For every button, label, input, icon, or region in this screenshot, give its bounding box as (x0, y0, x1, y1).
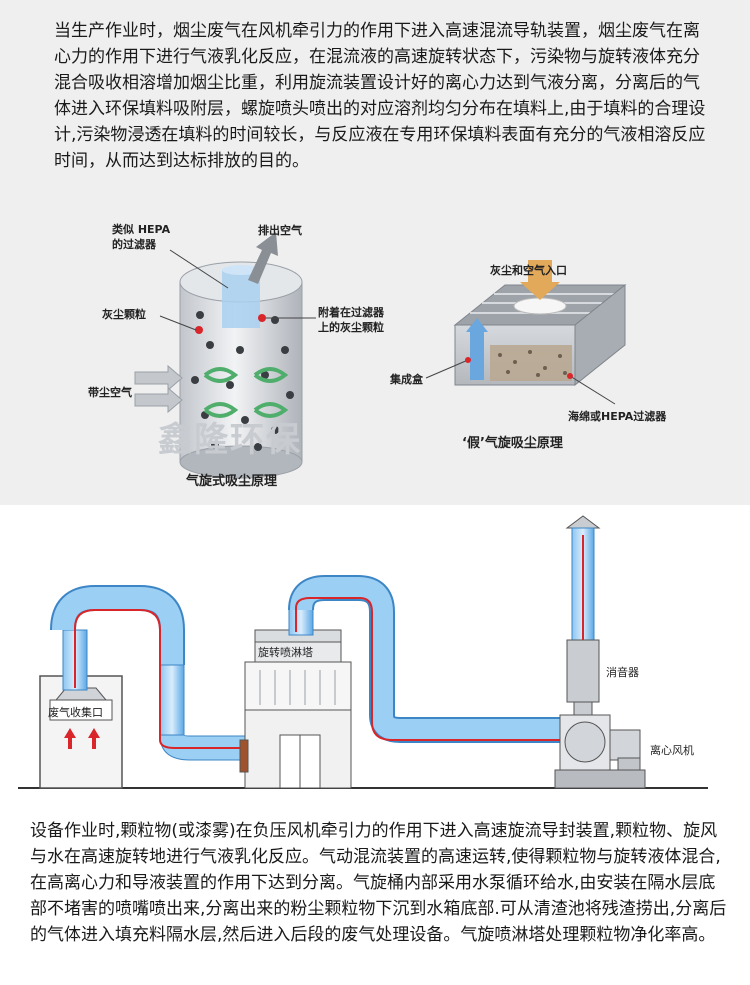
spray-tower (239, 629, 352, 789)
exhaust-stack (565, 515, 601, 721)
collector-cabinet (39, 675, 123, 789)
label-inlet: 带尘空气 (88, 386, 132, 399)
label-filter: 海绵或HEPA过滤器 (568, 410, 667, 423)
caption-fake: ‘假’气旋吸尘原理 (462, 436, 563, 451)
muffler (566, 639, 600, 703)
label-tower: 旋转喷淋塔 (258, 646, 313, 659)
label-attached: 附着在过滤器 上的灰尘颗粒 (318, 306, 384, 334)
cyclone-leaders (159, 249, 316, 331)
flow-path-1 (74, 609, 258, 749)
red-dust-markers (195, 314, 266, 334)
caption-cyclone: 气旋式吸尘原理 (186, 474, 278, 489)
inlet-arrows (134, 364, 183, 414)
blue-up-arrow (470, 330, 484, 380)
fake-cyclone-box (453, 260, 627, 387)
label-exhaust: 排出空气 (258, 224, 302, 237)
duct-2 (288, 575, 560, 743)
flow-path-2 (295, 597, 560, 741)
bottom-paragraph: 设备作业时,颗粒物(或漆雾)在负压风机牵引力的作用下进入高速旋流导封装置,颗粒物… (30, 821, 727, 945)
label-muffler: 消音器 (606, 666, 639, 679)
label-dust: 灰尘颗粒 (102, 308, 146, 321)
label-fan: 离心风机 (650, 744, 694, 757)
centrifugal-fan (554, 714, 646, 789)
intro-paragraph: 当生产作业时，烟尘废气在风机牵引力的作用下进入高速混流导轨装置，烟尘废气在离心力… (54, 21, 706, 171)
label-fake-inlet: 灰尘和空气入口 (490, 264, 567, 277)
top-panel (0, 0, 750, 505)
collector-arrows (64, 728, 100, 749)
exhaust-arrow (248, 232, 278, 284)
watermark: 鑫隆环保 (158, 420, 302, 460)
label-hepa: 类似 HEPA 的过滤器 (112, 223, 171, 251)
duct-1 (50, 585, 259, 761)
label-box: 集成盒 (390, 373, 423, 386)
fake-leaders (425, 359, 616, 405)
label-collector: 废气收集口 (48, 706, 103, 719)
inlet-down-arrow (520, 260, 560, 300)
swirl-arrows (203, 367, 289, 418)
